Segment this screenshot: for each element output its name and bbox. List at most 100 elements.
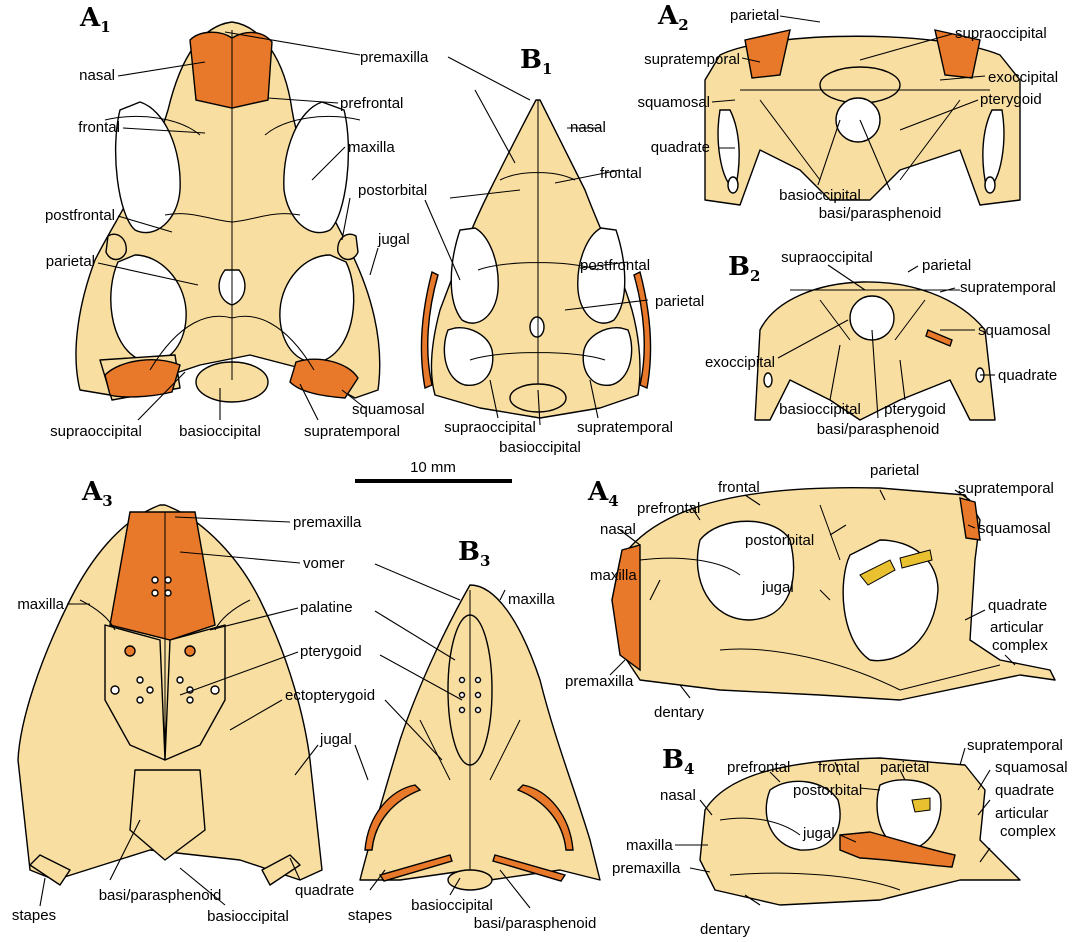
b4-label-premaxilla: premaxilla	[612, 860, 681, 877]
skull-a4-lateral	[611, 486, 1056, 701]
b3-label-basioccipital: basioccipital	[411, 897, 493, 914]
b1-label-frontal: frontal	[600, 165, 642, 182]
a4-label-frontal: frontal	[718, 479, 760, 496]
skull-a1-dorsal	[75, 21, 381, 403]
a1-label-supraoccipital: supraoccipital	[50, 423, 142, 440]
b4-label-articular-complex-2: complex	[1000, 823, 1056, 840]
panel-label-a2: A2	[657, 1, 689, 34]
b1-label-parietal: parietal	[655, 293, 704, 310]
b4-label-parietal: parietal	[880, 759, 929, 776]
b4-label-postorbital: postorbital	[793, 782, 862, 799]
a1-label-squamosal: squamosal	[352, 401, 425, 418]
a2-label-supraoccipital: supraoccipital	[955, 25, 1047, 42]
scale-bar-label: 10 mm	[410, 459, 456, 476]
a1-label-maxilla: maxilla	[348, 139, 395, 156]
a1-label-supratemporal: supratemporal	[304, 423, 400, 440]
panel-label-b2: B2	[728, 252, 760, 285]
a2-label-supratemporal: supratemporal	[644, 51, 740, 68]
a4-label-articular-complex-2: complex	[992, 637, 1048, 654]
scale-bar: 10 mm	[355, 459, 512, 483]
a2-label-pterygoid: pterygoid	[980, 91, 1042, 108]
skull-b3-ventral	[359, 584, 601, 891]
panel-label-a1: A1	[79, 3, 111, 36]
a3-label-basiparasphenoid: basi/parasphenoid	[99, 887, 222, 904]
a2-label-squamosal: squamosal	[637, 94, 710, 111]
a1-label-nasal: nasal	[79, 67, 115, 84]
a4-label-supratemporal: supratemporal	[958, 480, 1054, 497]
a2-label-basioccipital: basioccipital	[779, 187, 861, 204]
b1-label-supratemporal: supratemporal	[577, 419, 673, 436]
a2-label-exoccipital: exoccipital	[988, 69, 1058, 86]
b4-label-nasal: nasal	[660, 787, 696, 804]
a3-label-stapes: stapes	[12, 907, 56, 924]
b2-label-basiparasphenoid: basi/parasphenoid	[817, 421, 940, 438]
b2-label-squamosal: squamosal	[978, 322, 1051, 339]
skull-b4-lateral	[699, 757, 1021, 906]
b1-label-postfrontal: postfrontal	[580, 257, 650, 274]
a2-label-basiparasphenoid: basi/parasphenoid	[819, 205, 942, 222]
b2-label-quadrate: quadrate	[998, 367, 1057, 384]
panel-labels: A1 B1 A2 B2 A3 B3 A4 B4	[79, 1, 760, 778]
a3-label-jugal: jugal	[319, 731, 352, 748]
a4-label-nasal: nasal	[600, 521, 636, 538]
panel-label-a3: A3	[81, 477, 113, 510]
a1-label-basioccipital: basioccipital	[179, 423, 261, 440]
panel-label-a4: A4	[587, 477, 619, 510]
a4-label-dentary: dentary	[654, 704, 705, 721]
skull-b2-posterior	[754, 281, 996, 421]
skull-a3-ventral	[17, 504, 323, 886]
b1-label-nasal: nasal	[570, 119, 606, 136]
panel-label-b1: B1	[520, 45, 552, 78]
a4-label-premaxilla: premaxilla	[565, 673, 634, 690]
b2-label-pterygoid: pterygoid	[884, 401, 946, 418]
a3-label-basioccipital: basioccipital	[207, 908, 289, 925]
a2-label-parietal: parietal	[730, 7, 779, 24]
a3-label-palatine: palatine	[300, 599, 353, 616]
a1-label-frontal: frontal	[78, 119, 120, 136]
skull-a2-posterior	[704, 29, 1021, 206]
a1-label-jugal: jugal	[377, 231, 410, 248]
a3-label-maxilla: maxilla	[17, 596, 64, 613]
b2-label-exoccipital: exoccipital	[705, 354, 775, 371]
b4-label-frontal: frontal	[818, 759, 860, 776]
b2-label-parietal: parietal	[922, 257, 971, 274]
b4-label-squamosal: squamosal	[995, 759, 1068, 776]
a1-label-prefrontal: prefrontal	[340, 95, 403, 112]
a2-label-quadrate: quadrate	[651, 139, 710, 156]
a4-label-prefrontal: prefrontal	[637, 500, 700, 517]
b4-label-maxilla: maxilla	[626, 837, 673, 854]
a3-label-premaxilla: premaxilla	[293, 514, 362, 531]
b2-label-basioccipital: basioccipital	[779, 401, 861, 418]
anatomical-labels: premaxilla nasal prefrontal frontal maxi…	[12, 7, 1068, 938]
b4-label-dentary: dentary	[700, 921, 751, 938]
panel-label-b4: B4	[662, 745, 694, 778]
b2-label-supraoccipital: supraoccipital	[781, 249, 873, 266]
a4-label-parietal: parietal	[870, 462, 919, 479]
a1-label-postfrontal: postfrontal	[45, 207, 115, 224]
a3-label-quadrate: quadrate	[295, 882, 354, 899]
a1-label-premaxilla: premaxilla	[360, 49, 429, 66]
a4-label-maxilla: maxilla	[590, 567, 637, 584]
a3-label-ectopterygoid: ectopterygoid	[285, 687, 375, 704]
a4-label-jugal: jugal	[761, 579, 794, 596]
b1-label-basioccipital: basioccipital	[499, 439, 581, 456]
a1-label-parietal: parietal	[46, 253, 95, 270]
panel-label-b3: B3	[458, 537, 490, 570]
a4-label-postorbital: postorbital	[745, 532, 814, 549]
a4-label-quadrate: quadrate	[988, 597, 1047, 614]
a4-label-squamosal: squamosal	[978, 520, 1051, 537]
a3-label-vomer: vomer	[303, 555, 345, 572]
b4-label-quadrate: quadrate	[995, 782, 1054, 799]
b3-label-maxilla: maxilla	[508, 591, 555, 608]
a1-label-postorbital: postorbital	[358, 182, 427, 199]
b4-label-jugal: jugal	[802, 825, 835, 842]
b3-label-stapes: stapes	[348, 907, 392, 924]
b4-label-supratemporal: supratemporal	[967, 737, 1063, 754]
b2-label-supratemporal: supratemporal	[960, 279, 1056, 296]
leader-lines	[39, 15, 1016, 909]
b4-label-articular-complex-1: articular	[995, 805, 1048, 822]
b4-label-prefrontal: prefrontal	[727, 759, 790, 776]
b1-label-supraoccipital: supraoccipital	[444, 419, 536, 436]
b3-label-basiparasphenoid: basi/parasphenoid	[474, 915, 597, 932]
